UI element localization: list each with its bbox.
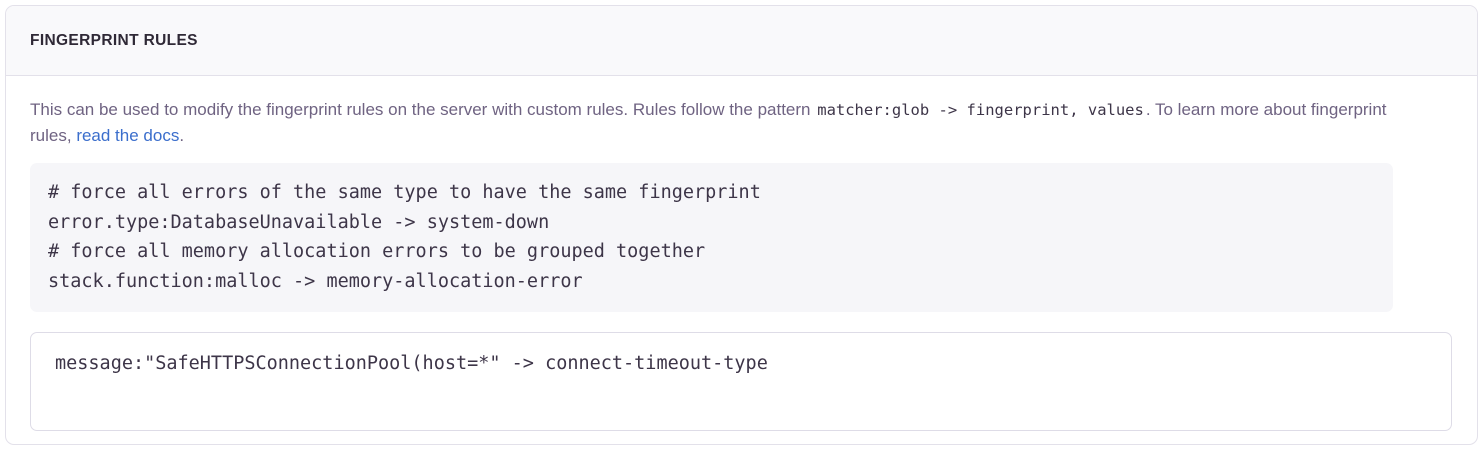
read-the-docs-link[interactable]: read the docs: [76, 126, 180, 145]
panel-body: This can be used to modify the fingerpri…: [6, 76, 1477, 431]
description-text-part1: This can be used to modify the fingerpri…: [30, 100, 811, 119]
code-line: stack.function:malloc -> memory-allocati…: [48, 270, 583, 292]
fingerprint-rules-panel: FINGERPRINT RULES This can be used to mo…: [5, 5, 1478, 445]
fingerprint-rules-input[interactable]: [30, 332, 1452, 431]
code-line: error.type:DatabaseUnavailable -> system…: [48, 211, 550, 233]
page-title: FINGERPRINT RULES: [30, 31, 198, 49]
panel-description: This can be used to modify the fingerpri…: [30, 97, 1390, 149]
code-line: # force all memory allocation errors to …: [48, 241, 706, 262]
inline-code-pattern: matcher:glob -> fingerprint, values: [817, 101, 1144, 119]
code-line: # force all errors of the same type to h…: [48, 182, 761, 203]
panel-header: FINGERPRINT RULES: [6, 6, 1477, 76]
description-text-part3: .: [179, 126, 185, 145]
example-code-block: # force all errors of the same type to h…: [30, 163, 1393, 312]
description-text-part2: . To learn more about fingerprint rules,: [30, 100, 1387, 145]
